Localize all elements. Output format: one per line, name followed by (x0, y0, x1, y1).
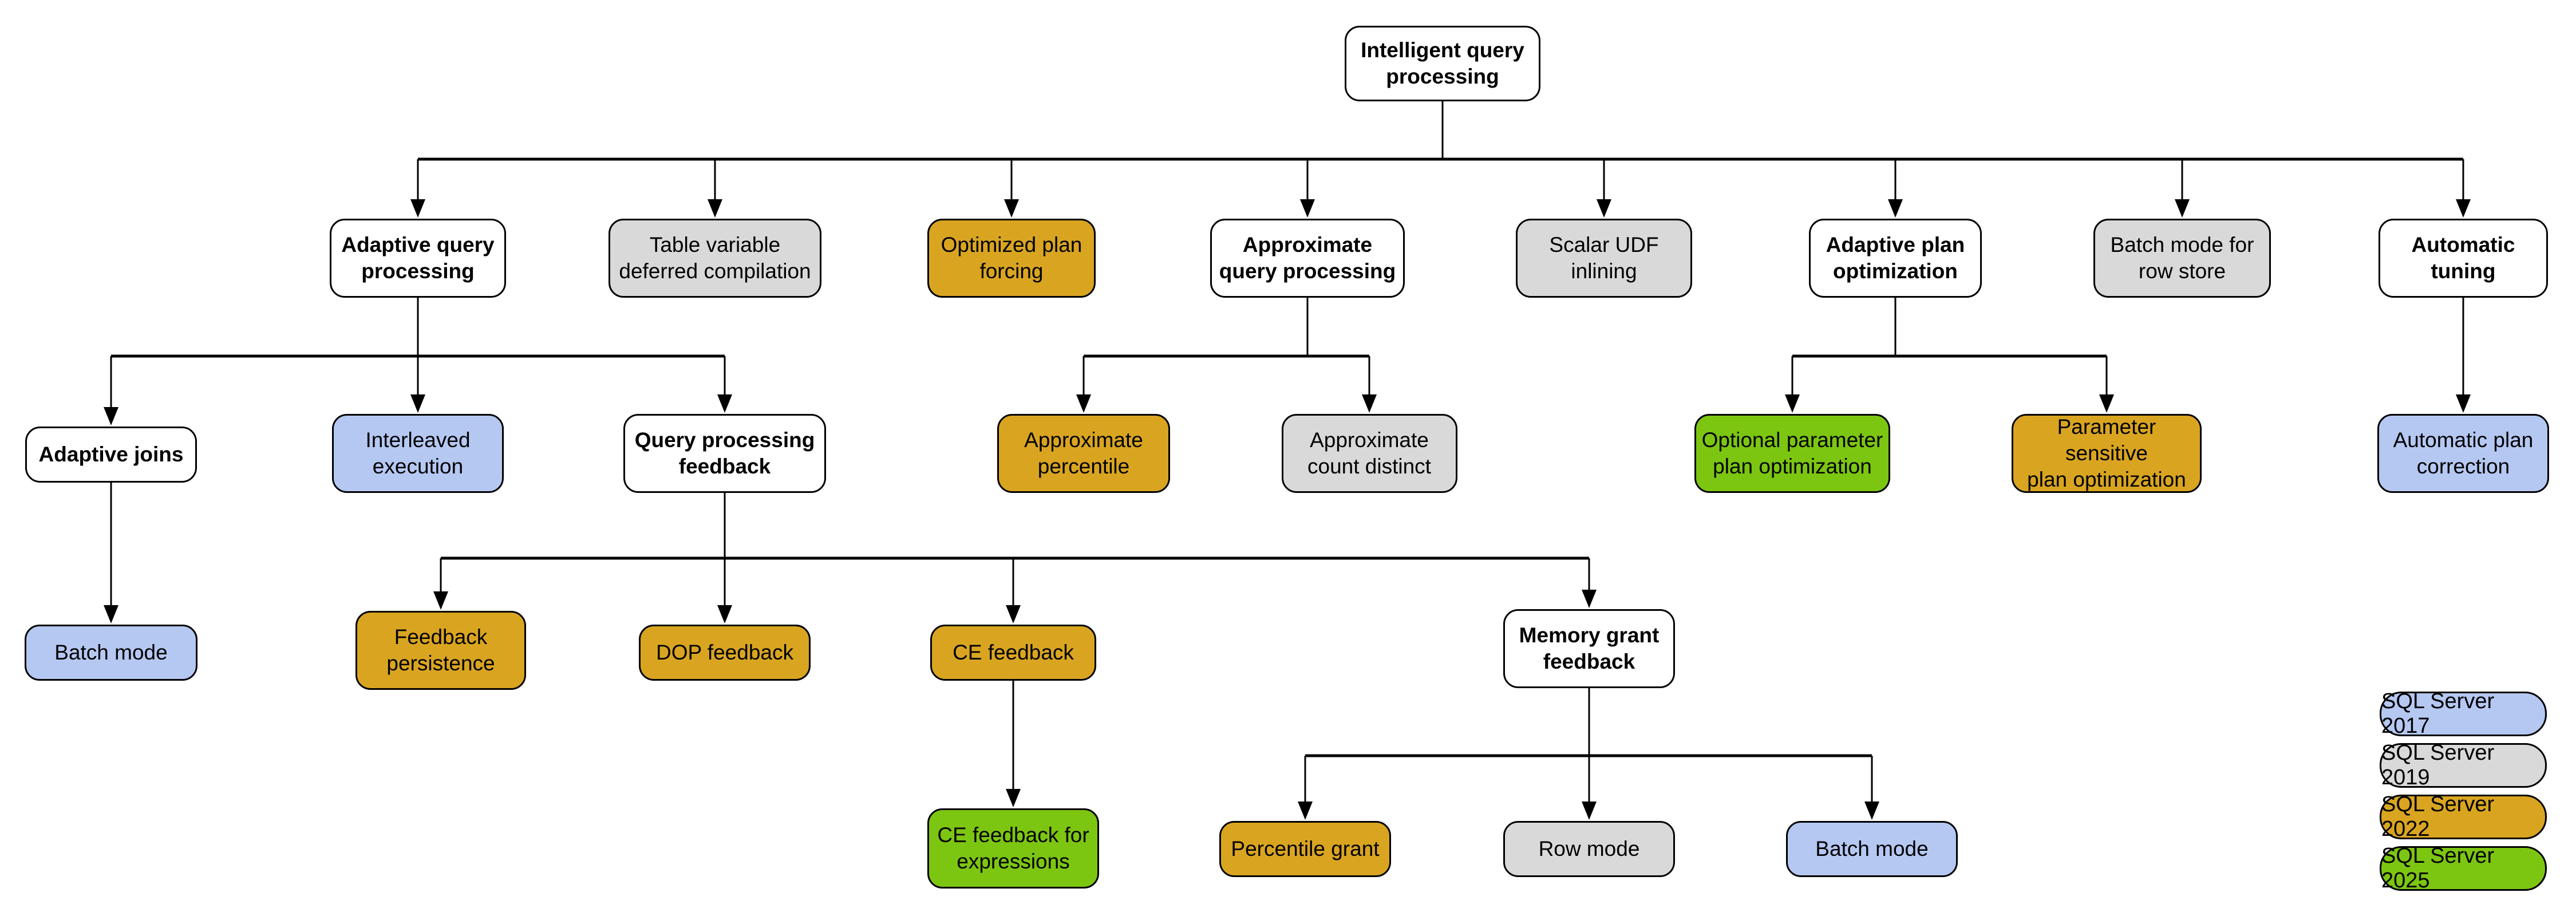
node-table-variable-deferred-compilation: Table variable deferred compilation (609, 219, 821, 298)
node-batch-mode-memory-grant: Batch mode (1786, 821, 1958, 877)
node-label: Adaptive joins (38, 443, 184, 467)
node-label: Approximate count distinct (1307, 428, 1431, 478)
legend-label: SQL Server 2019 (2381, 741, 2495, 789)
node-label: Batch mode (54, 641, 168, 665)
node-automatic-tuning: Automatic tuning (2379, 219, 2548, 298)
node-batch-mode-for-row-store: Batch mode for row store (2093, 219, 2271, 298)
node-label: Interleaved execution (365, 428, 471, 478)
node-scalar-udf-inlining: Scalar UDF inlining (1516, 219, 1692, 298)
node-approximate-query-processing: Approximate query processing (1210, 219, 1405, 298)
node-label: Optional parameter plan optimization (1701, 428, 1883, 478)
node-dop-feedback: DOP feedback (639, 625, 811, 681)
node-row-mode: Row mode (1503, 821, 1675, 877)
node-label: Approximate percentile (1024, 428, 1143, 478)
node-label: Parameter sensitive plan optimization (2027, 415, 2186, 491)
legend-label: SQL Server 2022 (2381, 792, 2495, 841)
node-adaptive-plan-optimization: Adaptive plan optimization (1809, 219, 1982, 298)
node-label: Feedback persistence (386, 625, 495, 675)
node-memory-grant-feedback: Memory grant feedback (1503, 609, 1675, 688)
node-optional-parameter-plan-optimization: Optional parameter plan optimization (1694, 414, 1890, 493)
node-optimized-plan-forcing: Optimized plan forcing (927, 219, 1096, 298)
node-label: Row mode (1538, 837, 1640, 861)
node-label: Table variable deferred compilation (619, 233, 811, 283)
node-label: CE feedback for expressions (937, 823, 1089, 873)
node-query-processing-feedback: Query processing feedback (623, 414, 826, 493)
legend-item-sql2025: SQL Server 2025 (2380, 844, 2547, 893)
node-label: Automatic plan correction (2393, 428, 2534, 478)
node-label: Batch mode (1815, 837, 1929, 861)
legend-item-sql2019: SQL Server 2019 (2380, 741, 2547, 789)
legend-item-sql2022: SQL Server 2022 (2380, 792, 2547, 841)
node-label: Adaptive plan optimization (1826, 233, 1965, 283)
node-label: Adaptive query processing (341, 233, 495, 283)
node-label: Intelligent query processing (1361, 38, 1524, 88)
node-label: Automatic tuning (2411, 233, 2515, 283)
node-adaptive-joins: Adaptive joins (25, 427, 197, 483)
node-label: Query processing feedback (634, 428, 815, 478)
node-label: Batch mode for row store (2110, 233, 2254, 283)
node-label: Memory grant feedback (1519, 623, 1660, 673)
node-label: Percentile grant (1231, 837, 1380, 861)
node-label: Optimized plan forcing (941, 233, 1082, 283)
node-label: Scalar UDF inlining (1549, 233, 1659, 283)
node-ce-feedback-for-expressions: CE feedback for expressions (927, 808, 1099, 889)
node-intelligent-query-processing: Intelligent query processing (1345, 26, 1540, 101)
node-label: DOP feedback (656, 641, 793, 665)
node-approximate-percentile: Approximate percentile (997, 414, 1170, 493)
node-approximate-count-distinct: Approximate count distinct (1281, 414, 1457, 493)
node-automatic-plan-correction: Automatic plan correction (2377, 414, 2549, 493)
node-parameter-sensitive-plan-optimization: Parameter sensitive plan optimization (2012, 414, 2202, 493)
legend-item-sql2017: SQL Server 2017 (2380, 689, 2547, 738)
node-feedback-persistence: Feedback persistence (355, 611, 526, 690)
node-label: CE feedback (953, 641, 1074, 665)
node-interleaved-execution: Interleaved execution (332, 414, 504, 493)
node-percentile-grant: Percentile grant (1219, 821, 1391, 877)
node-batch-mode-adaptive-joins: Batch mode (25, 625, 197, 681)
node-label: Approximate query processing (1219, 233, 1396, 283)
legend-label: SQL Server 2025 (2381, 844, 2495, 893)
legend-label: SQL Server 2017 (2381, 689, 2495, 738)
node-ce-feedback: CE feedback (930, 625, 1096, 681)
node-adaptive-query-processing: Adaptive query processing (330, 219, 506, 298)
